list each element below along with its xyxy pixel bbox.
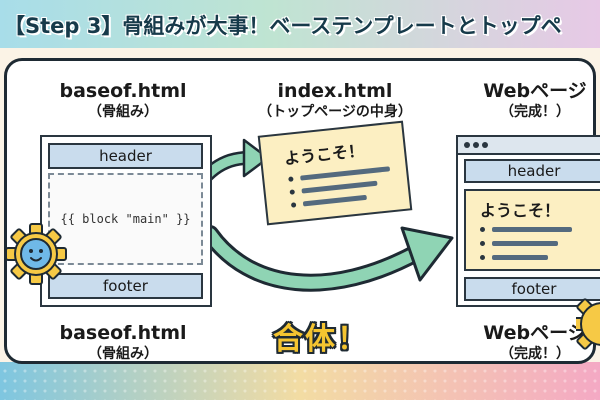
right-bottom-subtitle: （完成！） [500, 346, 570, 362]
right-subtitle: （完成！） [500, 104, 570, 120]
bullet-dot [288, 176, 294, 182]
text-line [300, 166, 391, 181]
text-line [492, 241, 558, 246]
text-line [492, 255, 548, 260]
webpage-window: header ようこそ！ footer [456, 135, 600, 307]
bullet-dot [480, 255, 485, 260]
bullet-dot [480, 241, 485, 246]
left-filename: baseof.html [59, 80, 187, 102]
right-filename: Webページ [483, 80, 587, 102]
bottom-banner-background [0, 362, 600, 400]
right-content-area: ようこそ！ [464, 189, 600, 271]
text-line [302, 194, 367, 207]
left-subtitle: （骨組み） [88, 104, 158, 120]
left-header-bar: header [48, 143, 203, 169]
text-line [301, 180, 378, 194]
left-bottom-subtitle: （骨組み） [88, 346, 158, 362]
left-bottom-filename: baseof.html [59, 322, 187, 344]
browser-dot-icon [464, 142, 470, 148]
page-title: 【Step 3】骨組みが大事！ベーステンプレートとトップペ [4, 14, 562, 38]
browser-titlebar [458, 137, 600, 155]
left-footer-bar: footer [48, 273, 203, 299]
text-line [492, 227, 572, 232]
browser-dot-icon [473, 142, 479, 148]
dot-pattern [0, 366, 600, 400]
browser-dot-icon [482, 142, 488, 148]
right-bottom-filename: Webページ [483, 322, 587, 344]
merge-arrow-icon [201, 225, 454, 292]
middle-filename: index.html [277, 80, 393, 102]
top-banner-background [0, 0, 600, 48]
bullet-dot [290, 202, 297, 208]
middle-content-heading: ようこそ！ [283, 140, 365, 169]
baseof-template-window: header {{ block "main" }} footer [40, 135, 212, 307]
merge-label: 合体！ [273, 322, 369, 357]
gear-mascot-icon [5, 223, 67, 285]
right-content-heading: ようこそ！ [480, 201, 561, 220]
gear-partial-icon [576, 298, 600, 350]
bullet-dot [480, 227, 485, 232]
middle-subtitle: （トップページの中身） [258, 104, 412, 120]
main-block-slot: {{ block "main" }} [48, 173, 203, 265]
index-content-card: ようこそ！ [257, 120, 413, 226]
bullet-dot [289, 189, 296, 195]
right-header-bar: header [464, 159, 600, 183]
right-footer-bar: footer [464, 277, 600, 301]
